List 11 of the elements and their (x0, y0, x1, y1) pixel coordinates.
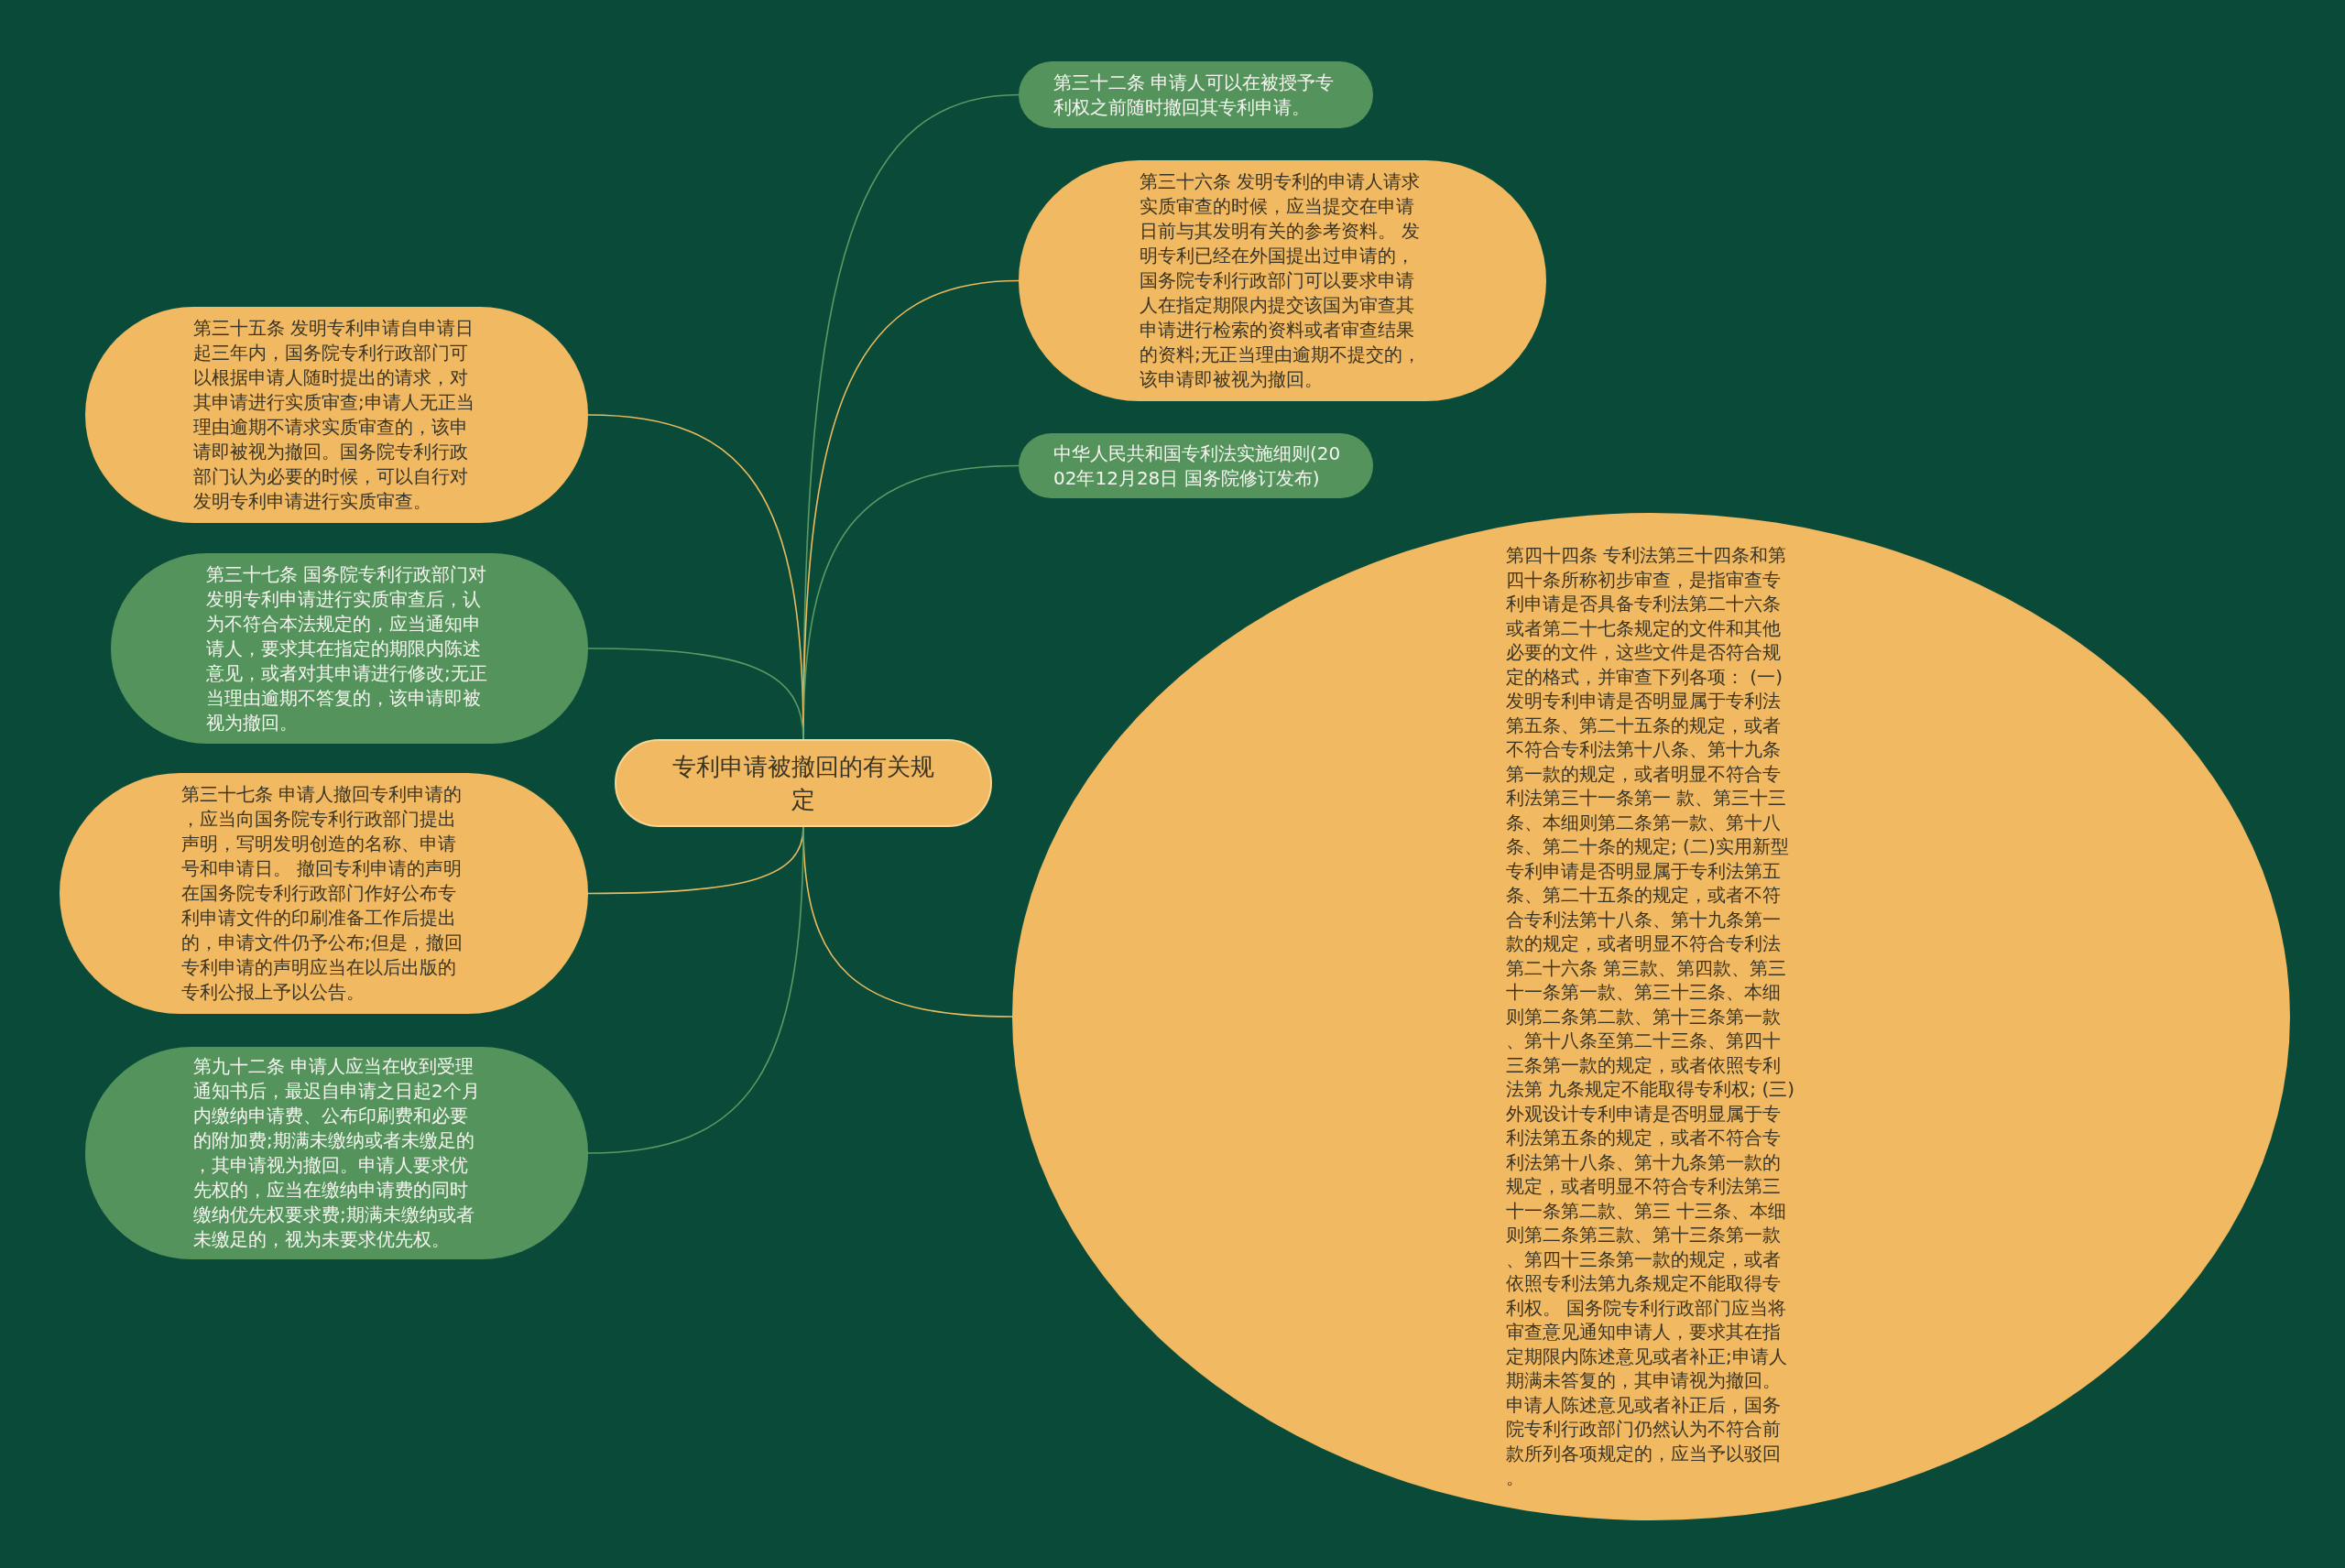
topic-bubble: 专利申请被撤回的有关规定 (615, 739, 992, 827)
note-ellipse: 第四十四条 专利法第三十四条和第四十条所称初步审查，是指审查专利申请是否具备专利法第二十六条或者第二十七条规定的文件和其他必要的文件，这些文件是否符合规定的格式，并审查下列各项： (一)发明专利申请是否明显属于专利法第五条、第二十五条的规定，或者不符合专利法第十八条、第十九条第一款的规定，或者明显不符合专利法第三十一条第一 款、第三十三条、本细则第二条第一款、第十八条、第二十条的规定; (二)实用新型专利申请是否明显属于专利法第五条、第二十五条的规定，或者不符合专利法第十八条、第十九条第一款的规定，或者明显不符合专利法第二十六条 第三款、第四款、第三十一条第一款、第三十三条、本细则第二条第二款、第十三条第一款、第十八条至第二十三条、第四十三条第一款的规定，或者依照专利法第 九条规定不能取得专利权; (三)外观设计专利申请是否明显属于专利法第五条的规定，或者不符合专利法第十八条、第十九条第一款的规定，或者明显不符合专利法第三十一条第二款、第三 十三条、本细则第二条第三款、第十三条第一款、第四十三条第一款的规定，或者依照专利法第九条规定不能取得专利权。 国务院专利行政部门应当将审查意见通知申请人，要求其在指定期限内陈述意见或者补正;申请人期满未答复的，其申请视为撤回。申请人陈述意见或者补正后，国务院专利行政部门仍然认为不符合前款所列各项规定的，应当予以驳回。 (1012, 513, 2290, 1520)
connector-line (587, 648, 804, 740)
note-bubble: 第三十七条 申请人撤回专利申请的，应当向国务院专利行政部门提出声明，写明发明创造的名称、申请号和申请日。 撤回专利申请的声明在国务院专利行政部门作好公布专利申请文件的印刷准备工作后提出的，申请文件仍予公布;但是，撤回专利申请的声明应当在以后出版的专利公报上予以公告。 (60, 773, 588, 1014)
note-bubble: 第三十六条 发明专利的申请人请求实质审查的时候，应当提交在申请日前与其发明有关的参考资料。 发明专利已经在外国提出过申请的，国务院专利行政部门可以要求申请人在指定期限内提交该国为审查其申请进行检索的资料或者审查结果的资料;无正当理由逾期不提交的，该申请即被视为撤回。 (1019, 160, 1546, 401)
note-bubble: 第三十七条 国务院专利行政部门对发明专利申请进行实质审查后，认为不符合本法规定的，应当通知申请人，要求其在指定的期限内陈述意见，或者对其申请进行修改;无正当理由逾期不答复的，该申请即被视为撤回。 (111, 553, 588, 744)
note-bubble: 第九十二条 申请人应当在收到受理通知书后，最迟自申请之日起2个月内缴纳申请费、公布印刷费和必要的附加费;期满未缴纳或者未缴足的，其申请视为撤回。申请人要求优先权的，应当在缴纳申请费的同时缴纳优先权要求费;期满未缴纳或者未缴足的，视为未要求优先权。 (85, 1047, 588, 1259)
note-bubble: 第三十五条 发明专利申请自申请日起三年内，国务院专利行政部门可以根据申请人随时提出的请求，对其申请进行实质审查;申请人无正当理由逾期不请求实质审查的，该申请即被视为撤回。国务院专利行政部门认为必要的时候，可以自行对发明专利申请进行实质审查。 (85, 307, 588, 523)
connector-line (587, 826, 804, 1154)
note-bubble: 第三十二条 申请人可以在被授予专利权之前随时撤回其专利申请。 (1019, 61, 1373, 128)
note-bubble: 中华人民共和国专利法实施细则(2002年12月28日 国务院修订发布) (1019, 433, 1373, 498)
